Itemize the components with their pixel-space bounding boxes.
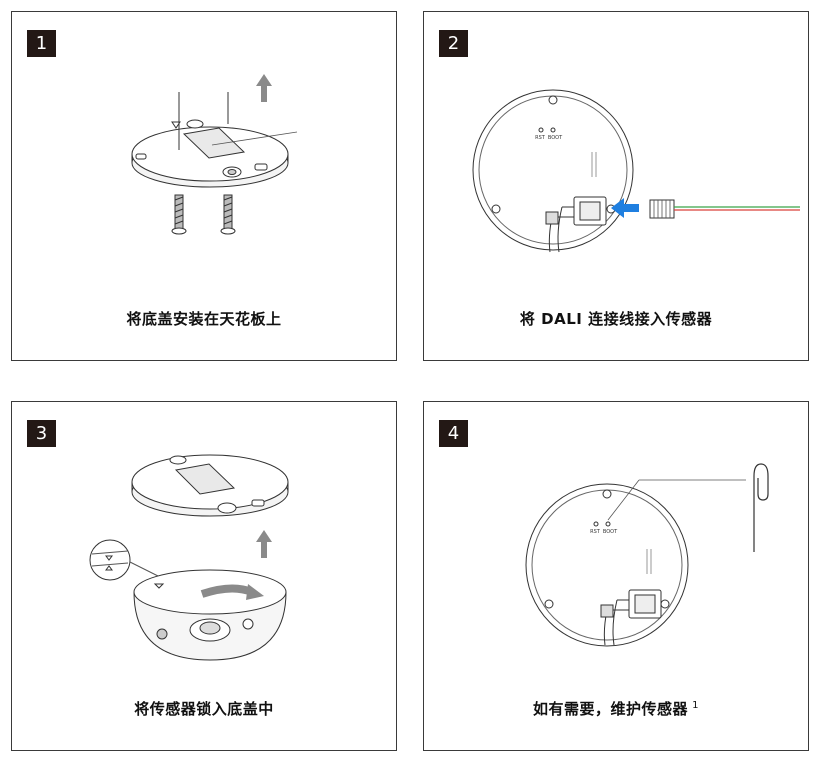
sensor-back-view: [472, 89, 634, 253]
sensor-back-view: [525, 483, 689, 647]
base-plate: [131, 119, 289, 188]
footnote-marker: 1: [692, 700, 699, 711]
screw-right: [220, 92, 236, 235]
step-2-number: 2: [439, 30, 468, 57]
reset-pin-icon: [753, 463, 769, 552]
sensor-locking-illustration: [89, 454, 289, 661]
step-1-caption: 将底盖安装在天花板上: [126, 310, 282, 328]
dali-cable: [649, 199, 800, 219]
step-1-number: 1: [27, 30, 56, 57]
rst-label: RST: [590, 529, 601, 535]
boot-label: BOOT: [548, 135, 563, 141]
step-3-caption: 将传感器锁入底盖中: [134, 700, 274, 718]
step-4-number: 4: [439, 420, 468, 447]
sensor-maintenance-illustration: RST BOOT: [525, 463, 769, 647]
insert-arrow-icon: [611, 198, 639, 218]
up-arrow-icon: [256, 74, 272, 102]
step-3-number: 3: [27, 420, 56, 447]
up-arrow-icon: [256, 530, 272, 558]
rst-label: RST: [535, 135, 546, 141]
step-2-panel: 2 RST BOOT: [423, 11, 809, 361]
step-3-panel: 3: [11, 401, 397, 751]
step-1-panel: 1: [11, 11, 397, 361]
step-2-caption: 将 DALI 连接线接入传感器: [519, 310, 713, 328]
step-4-caption-text: 如有需要，维护传感器: [533, 700, 689, 718]
rotate-arrow-icon: [200, 584, 264, 600]
screw-left: [171, 92, 187, 235]
sensor-body: [133, 569, 287, 661]
base-plate: [131, 454, 289, 517]
boot-label: BOOT: [603, 529, 618, 535]
base-plate-mounting-illustration: [131, 74, 298, 235]
dali-cable-connection-illustration: RST BOOT: [472, 89, 800, 253]
alignment-zoom-detail: [89, 539, 161, 581]
